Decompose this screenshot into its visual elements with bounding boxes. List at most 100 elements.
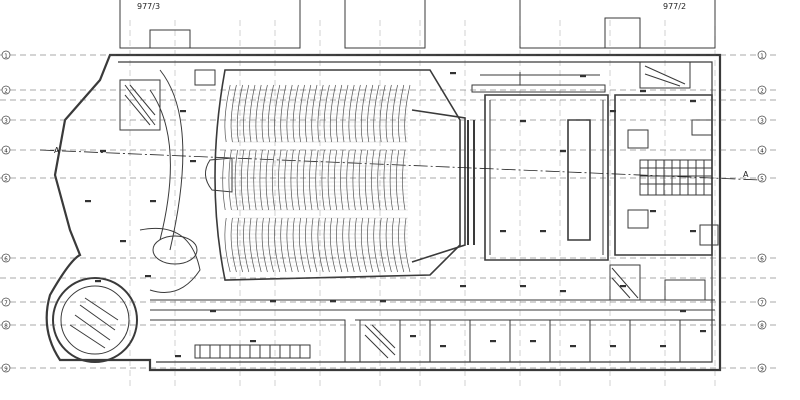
seat-row [261, 84, 268, 143]
annotation-tag [610, 110, 616, 113]
annotation-tag [460, 285, 466, 288]
annotation-tag [380, 300, 386, 303]
annotation-tag [690, 100, 696, 103]
auditorium [214, 69, 461, 281]
annotation-tag [540, 230, 546, 233]
adjacent-building-right [519, 0, 716, 49]
seat-row [346, 149, 350, 211]
seat-row [340, 149, 344, 211]
seat-row [391, 84, 398, 143]
grid-number: 7 [760, 300, 764, 306]
annotation-tag [210, 310, 216, 313]
annotation-tag [440, 345, 446, 348]
annotation-tag [95, 280, 101, 283]
grid-number: 8 [4, 323, 8, 329]
grid-number: 8 [760, 323, 764, 329]
annotation-tag [330, 300, 336, 303]
annotation-tag [500, 230, 506, 233]
seat-row [284, 149, 288, 211]
seat-row [317, 84, 324, 143]
annotation-tag [650, 210, 656, 213]
seat-row [259, 149, 263, 211]
grid-number: 3 [4, 118, 8, 124]
annotation-tag [690, 230, 696, 233]
seat-row [222, 149, 226, 211]
annotation-tag [610, 345, 616, 348]
seat-row [333, 149, 338, 211]
seat-row [367, 84, 374, 143]
seat-row [305, 84, 312, 143]
seat-row [385, 84, 392, 143]
grid-number: 6 [760, 256, 764, 262]
section-marker-right: A [743, 170, 749, 179]
grid-bubble [1, 297, 11, 307]
round-stair-tower [52, 277, 138, 363]
annotation-tag [570, 345, 576, 348]
seat-row [280, 84, 287, 143]
annotation-tag [580, 75, 586, 78]
grid-bubble [757, 297, 767, 307]
seat-row [329, 84, 336, 143]
seat-row [271, 149, 276, 211]
seat-row [371, 149, 375, 211]
seat-row [267, 84, 274, 143]
grid-bubble [1, 320, 11, 330]
annotation-tag [640, 90, 646, 93]
annotation-tag [680, 310, 686, 313]
seat-row [236, 84, 243, 143]
annotation-tag [100, 150, 106, 153]
section-marker-left: A [54, 146, 60, 155]
grid-number: 2 [4, 88, 8, 94]
seat-row [360, 84, 367, 143]
seat-row [323, 84, 330, 143]
seat-row [395, 149, 400, 211]
grid-bubble [757, 173, 767, 183]
seat-row [224, 84, 231, 143]
stage-area [484, 94, 609, 261]
annotation-tag [560, 290, 566, 293]
seat-row [228, 149, 232, 211]
seat-row [224, 217, 231, 273]
seat-row [398, 84, 405, 143]
seat-row [311, 84, 318, 143]
seat-row [342, 84, 349, 143]
grid-number: 4 [4, 148, 8, 154]
seat-row [286, 84, 293, 143]
seat-row [364, 149, 369, 211]
grid-bubble [1, 253, 11, 263]
grid-bubble [1, 173, 11, 183]
grid-number: 9 [4, 366, 8, 372]
seat-row [358, 149, 362, 211]
seat-row [404, 84, 411, 143]
seat-row [373, 84, 380, 143]
grid-number: 1 [760, 53, 764, 59]
annotation-tag [450, 72, 456, 75]
seat-row [243, 84, 250, 143]
seat-row [379, 84, 386, 143]
grid-number: 5 [4, 176, 8, 182]
seat-row [240, 149, 245, 211]
adjacent-building-left [119, 0, 301, 49]
seat-row [327, 149, 331, 211]
annotation-tag [270, 300, 276, 303]
seat-row [274, 84, 281, 143]
grid-bubble [1, 85, 11, 95]
grid-number: 2 [760, 88, 764, 94]
grid-bubble [757, 253, 767, 263]
seat-row [230, 217, 237, 273]
grid-number: 9 [760, 366, 764, 372]
grid-bubble [757, 145, 767, 155]
seat-row [321, 149, 325, 211]
grid-number: 7 [4, 300, 8, 306]
seat-row [230, 84, 237, 143]
seat-row [234, 149, 238, 211]
grid-bubble [757, 363, 767, 373]
seat-row [402, 149, 406, 211]
seat-row [383, 149, 387, 211]
seat-row [336, 84, 343, 143]
grid-bubble [757, 50, 767, 60]
annotation-tag [120, 240, 126, 243]
seat-row [247, 149, 251, 211]
annotation-tag [180, 110, 186, 113]
